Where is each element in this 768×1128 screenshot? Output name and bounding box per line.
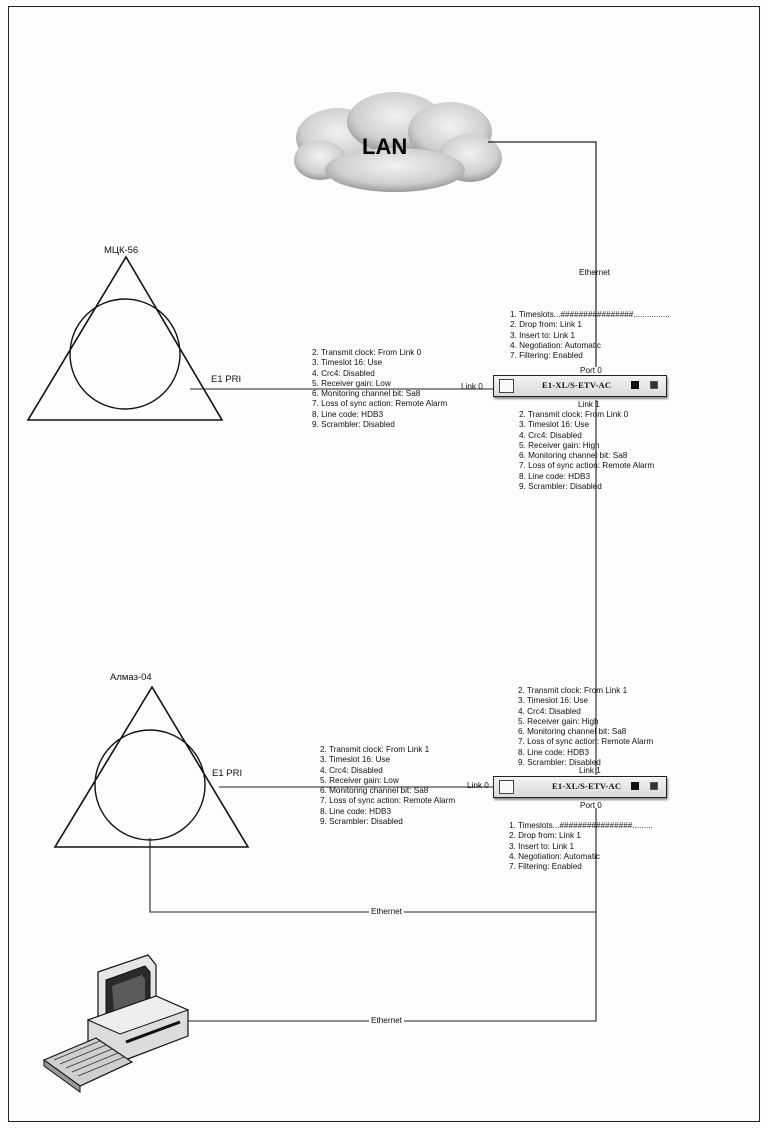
device-top-link1-settings: 2. Transmit clock: From Link 0 3. Timesl… <box>519 410 654 492</box>
setting-line: 7. Loss of sync action: Remote Alarm <box>320 796 456 806</box>
device-bottom-port-label: Port 0 <box>580 801 602 810</box>
circle-top <box>69 298 181 410</box>
device-top-name: E1-XL/S-ETV-AC <box>542 380 612 390</box>
circle-bottom <box>94 729 206 841</box>
lan-ethernet-line <box>488 141 597 367</box>
device-bottom-link0-label: Link 0 <box>467 781 489 790</box>
computer-icon <box>42 954 190 1093</box>
setting-line: 6. Monitoring channel bit: Sa8 <box>519 451 628 461</box>
setting-line: 9. Scrambler: Disabled <box>312 420 395 430</box>
device-bottom-name: E1-XL/S-ETV-AC <box>552 781 622 791</box>
setting-line: 8. Line code: HDB3 <box>518 747 590 757</box>
ethernet-label-top: Ethernet <box>579 268 610 277</box>
device-bottom-link1-label: Link 1 <box>579 766 601 775</box>
setting-line: 2. Transmit clock: From Link 1 <box>518 686 628 695</box>
site-top-settings: 2. Transmit clock: From Link 0 3. Timesl… <box>312 348 447 430</box>
setting-line: 3. Insert to: Link 1 <box>509 841 575 851</box>
device-top-port-label: Port 0 <box>580 366 602 375</box>
e1-pri-label-bottom: E1 PRI <box>212 768 243 779</box>
setting-line: 5. Receiver gain: High <box>519 440 600 450</box>
device-bottom-link1-settings: 2. Transmit clock: From Link 1 3. Timesl… <box>518 686 653 768</box>
setting-line: 8. Line code: HDB3 <box>320 806 392 816</box>
device-top-port-settings: 1. Timeslots...################.........… <box>510 310 670 361</box>
site-name-bottom: Алмаз-04 <box>110 672 152 683</box>
e1-pri-label-top: E1 PRI <box>211 374 242 385</box>
device-top: E1-XL/S-ETV-AC <box>493 375 667 397</box>
ethernet-label-bottom: Ethernet <box>369 1016 404 1027</box>
led-icon <box>650 782 658 790</box>
setting-line: 7. Loss of sync action: Remote Alarm <box>518 737 654 747</box>
device-bottom-port-settings: 1. Timeslots...################.........… <box>509 821 653 872</box>
pc-ethernet-line <box>188 808 597 1022</box>
setting-line: 6. Monitoring channel bit: Sa8 <box>518 727 627 737</box>
setting-line: 9. Scrambler: Disabled <box>320 817 403 827</box>
setting-line: 3. Insert to: Link 1 <box>510 330 576 340</box>
setting-line: 2. Transmit clock: From Link 0 <box>312 348 422 357</box>
setting-line: 8. Line code: HDB3 <box>312 409 384 419</box>
device-bottom: E1-XL/S-ETV-AC <box>493 776 667 798</box>
port-slot-icon <box>499 379 514 393</box>
setting-line: 4. Crc4: Disabled <box>320 765 383 775</box>
setting-line: 2. Transmit clock: From Link 1 <box>320 745 430 754</box>
triangle-top <box>26 255 224 421</box>
setting-line: 4. Crc4: Disabled <box>518 706 581 716</box>
port-slot-icon <box>499 780 514 794</box>
device-top-link0-label: Link 0 <box>461 382 483 391</box>
setting-line: 6. Monitoring channel bit: Sa8 <box>312 389 421 399</box>
device-top-link1-label: Link 1 <box>578 400 600 409</box>
setting-line: 7. Filtering: Enabled <box>509 862 582 872</box>
setting-line: 2. Transmit clock: From Link 0 <box>519 410 629 419</box>
led-icon <box>631 381 639 389</box>
setting-line: 7. Filtering: Enabled <box>510 351 583 361</box>
setting-line: 7. Loss of sync action: Remote Alarm <box>312 399 448 409</box>
setting-line: 5. Receiver gain: High <box>518 716 599 726</box>
setting-line: 4. Crc4: Disabled <box>519 430 582 440</box>
setting-line: 3. Timeslot 16: Use <box>518 696 589 706</box>
setting-line: 2. Drop from: Link 1 <box>509 831 581 841</box>
ethernet-label-mid: Ethernet <box>369 907 404 918</box>
site-bottom-settings: 2. Transmit clock: From Link 1 3. Timesl… <box>320 745 455 827</box>
setting-line: 6. Monitoring channel bit: Sa8 <box>320 786 429 796</box>
setting-line: 4. Negotiation: Automatic <box>510 340 602 350</box>
led-icon <box>631 782 639 790</box>
setting-line: 1. Timeslots...################......... <box>509 821 653 830</box>
setting-line: 4. Negotiation: Automatic <box>509 851 601 861</box>
setting-line: 4. Crc4: Disabled <box>312 368 375 378</box>
site-ethernet-line <box>149 838 596 913</box>
setting-line: 3. Timeslot 16: Use <box>312 358 383 368</box>
setting-line: 3. Timeslot 16: Use <box>320 755 391 765</box>
setting-line: 3. Timeslot 16: Use <box>519 420 590 430</box>
lan-label: LAN <box>362 134 408 159</box>
setting-line: 1. Timeslots...################.........… <box>510 310 670 319</box>
setting-line: 7. Loss of sync action: Remote Alarm <box>519 461 655 471</box>
site-name-top: МЦК-56 <box>104 245 139 256</box>
page-frame <box>8 6 760 1122</box>
setting-line: 2. Drop from: Link 1 <box>510 320 582 330</box>
setting-line: 5. Receiver gain: Low <box>312 378 391 388</box>
setting-line: 8. Line code: HDB3 <box>519 471 591 481</box>
setting-line: 9. Scrambler: Disabled <box>519 482 602 492</box>
cloud-icon <box>294 92 502 192</box>
triangle-bottom <box>53 685 250 848</box>
setting-line: 5. Receiver gain: Low <box>320 775 399 785</box>
led-icon <box>650 381 658 389</box>
setting-line: 9. Scrambler: Disabled <box>518 758 601 768</box>
